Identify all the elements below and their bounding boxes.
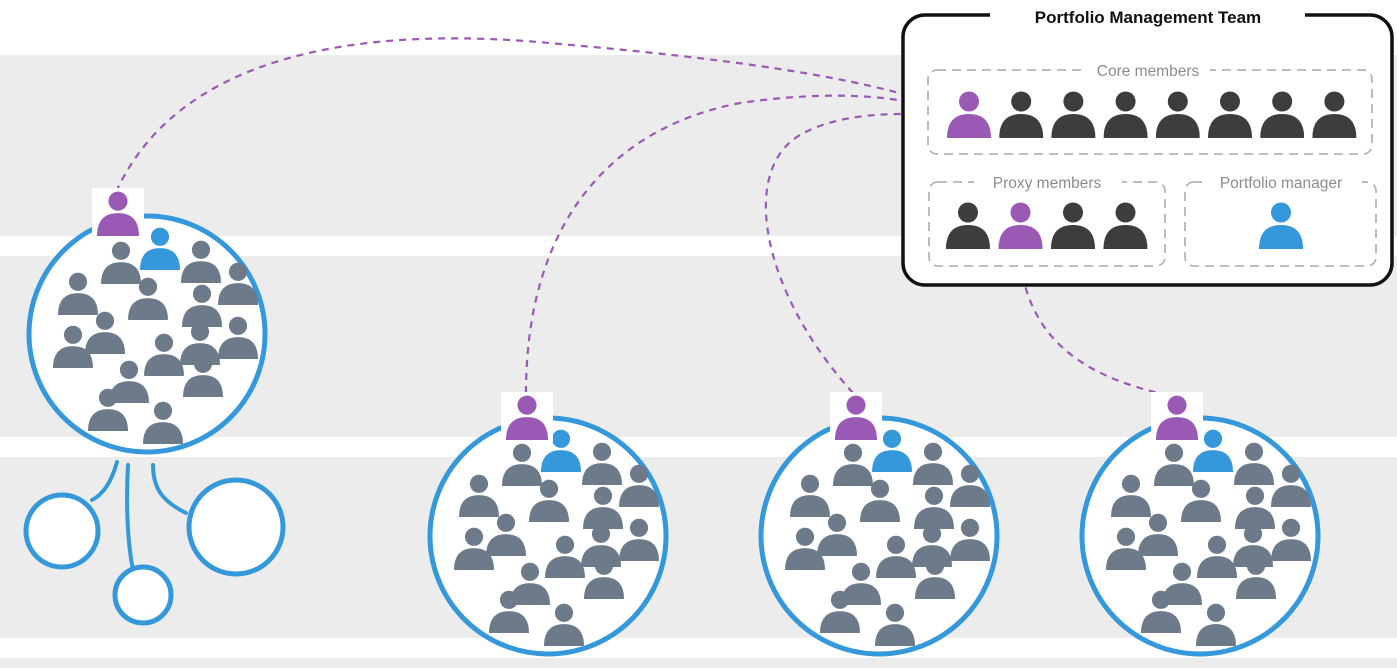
portfolio-manager-label: Portfolio manager (1220, 175, 1342, 192)
cluster-b (758, 392, 1000, 657)
link-cluster-c (1018, 261, 1173, 398)
manager-label-bg (1202, 172, 1362, 194)
cluster-a (427, 392, 669, 657)
connector-lines (114, 37, 1173, 398)
cluster-c (1079, 392, 1321, 657)
stub-right (151, 463, 188, 515)
link-left-cluster (114, 37, 949, 193)
stub-bottom (125, 463, 135, 572)
sub-teams (23, 460, 286, 626)
sub-team-left (23, 492, 101, 570)
sub-team-bottom (112, 564, 174, 626)
core-label-bg (1085, 60, 1210, 82)
sub-team-right (186, 477, 286, 577)
team-title-bg (990, 4, 1305, 28)
core-members-label: Core members (1097, 63, 1200, 80)
team-title: Portfolio Management Team (1035, 8, 1261, 27)
proxy-label-bg (974, 172, 1122, 194)
portfolio-manager-group (1184, 181, 1377, 267)
portfolio-team-box: Portfolio Management Team Core members P… (901, 4, 1394, 287)
team-clusters (26, 188, 1321, 657)
proxy-members-label: Proxy members (993, 175, 1102, 192)
cluster-left (26, 188, 268, 455)
link-cluster-a (524, 94, 949, 394)
band-4 (0, 658, 1397, 668)
stub-left (90, 460, 119, 502)
